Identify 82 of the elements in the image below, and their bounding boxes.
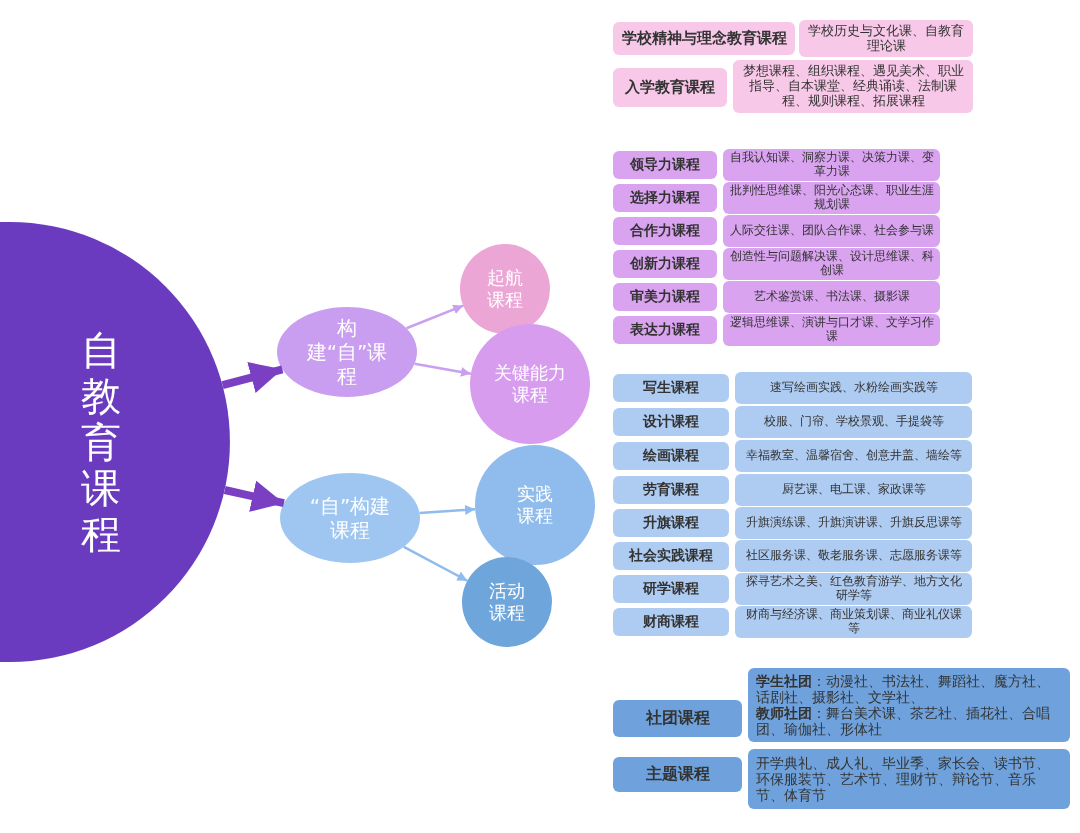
category-box: [613, 575, 729, 603]
category-label: 审美力课程: [630, 288, 700, 306]
description-text: 逻辑思维课、演讲与口才课、文学习作课: [728, 316, 935, 344]
node-label: 构建“自”课程: [305, 316, 389, 388]
node-label: 活动课程: [488, 580, 526, 624]
description-text: 创造性与问题解决课、设计思维课、科创课: [728, 250, 935, 278]
description-text: 艺术鉴赏课、书法课、摄影课: [753, 290, 910, 304]
description-text: 学校历史与文化课、自教育理论课: [807, 23, 965, 54]
description-text: 梦想课程、组织课程、遇见美术、职业指导、自本课堂、经典诵读、法制课程、规则课程、拓展课程: [741, 64, 965, 109]
arrow: [223, 480, 285, 512]
category-label: 财商课程: [643, 613, 699, 631]
description-text: 校服、门帘、学校景观、手提袋等: [763, 415, 944, 429]
description-text: 升旗演练课、升旗演讲课、升旗反思课等: [745, 516, 962, 530]
description-text: 自我认知课、洞察力课、决策力课、变革力课: [728, 151, 935, 179]
node-label: “自”构建课程: [308, 494, 392, 542]
description-box: [735, 474, 972, 506]
description-box: [735, 507, 972, 539]
category-box: [613, 151, 717, 179]
category-box: [613, 22, 795, 55]
category-box: [613, 700, 742, 737]
description-box: [735, 573, 972, 605]
category-box: [613, 608, 729, 636]
description-box: [735, 440, 972, 472]
arrow: [419, 504, 476, 515]
category-box: [613, 542, 729, 570]
category-box: [613, 757, 742, 792]
arrow: [414, 362, 472, 377]
category-label: 写生课程: [643, 379, 699, 397]
category-box: [613, 68, 727, 107]
category-box: [613, 374, 729, 402]
node-label: 自教育课程: [80, 327, 122, 557]
category-box: [613, 316, 717, 344]
description-text: 教师社团：舞台美术课、茶艺社、插花社、合唱团、瑜伽社、形体社: [756, 705, 1051, 738]
category-label: 领导力课程: [630, 156, 700, 174]
description-box: [799, 20, 973, 57]
category-label: 学校精神与理念教育课程: [621, 29, 787, 48]
description-text: 速写绘画实践、水粉绘画实践等: [769, 381, 938, 395]
category-box: [613, 509, 729, 537]
description-text: 批判性思维课、阳光心态课、职业生涯规划课: [728, 184, 935, 212]
category-label: 劳育课程: [643, 481, 699, 499]
node-label: 关键能力课程: [493, 362, 567, 406]
category-label: 合作力课程: [630, 222, 700, 240]
category-label: 升旗课程: [643, 514, 699, 532]
description-text: 社区服务课、敬老服务课、志愿服务课等: [745, 549, 962, 563]
arrow: [406, 304, 464, 330]
category-label: 社团课程: [645, 708, 710, 729]
category-label: 社会实践课程: [629, 547, 713, 565]
category-box: [613, 250, 717, 278]
description-text: 学生社团：动漫社、书法社、舞蹈社、魔方社、话剧社、摄影社、文学社、: [756, 672, 1051, 705]
arrow: [221, 362, 284, 393]
description-box: [733, 60, 973, 113]
category-label: 设计课程: [643, 413, 699, 431]
description-box: [723, 215, 940, 247]
description-text: 财商与经济课、商业策划课、商业礼仪课等: [744, 608, 963, 636]
description-box: [748, 749, 1070, 809]
description-text: 开学典礼、成人礼、毕业季、家长会、读书节、环保服装节、艺术节、理财节、辩论节、音乐节、体育节: [756, 754, 1051, 804]
description-text: 幸福教室、温馨宿舍、创意井盖、墙绘等: [745, 449, 962, 463]
node-label: 起航课程: [486, 267, 524, 311]
category-label: 创新力课程: [630, 255, 700, 273]
category-box: [613, 442, 729, 470]
category-label: 主题课程: [645, 764, 710, 785]
description-box: [735, 606, 972, 638]
category-box: [613, 184, 717, 212]
description-box: [735, 372, 972, 404]
node-label: 实践课程: [516, 483, 554, 527]
category-box: [613, 476, 729, 504]
category-box: [613, 408, 729, 436]
description-box: [735, 406, 972, 438]
category-label: 表达力课程: [630, 321, 700, 339]
category-label: 选择力课程: [630, 189, 700, 207]
description-box: [735, 540, 972, 572]
description-box: [748, 668, 1070, 742]
category-label: 入学教育课程: [625, 78, 715, 97]
category-label: 绘画课程: [643, 447, 699, 465]
description-text: 人际交往课、团队合作课、社会参与课: [729, 224, 934, 238]
description-text: 探寻艺术之美、红色教育游学、地方文化研学等: [744, 575, 963, 603]
description-box: [723, 281, 940, 313]
category-label: 研学课程: [643, 580, 699, 598]
arrow: [403, 545, 468, 582]
description-text: 厨艺课、电工课、家政课等: [781, 483, 926, 497]
category-box: [613, 283, 717, 311]
category-box: [613, 217, 717, 245]
